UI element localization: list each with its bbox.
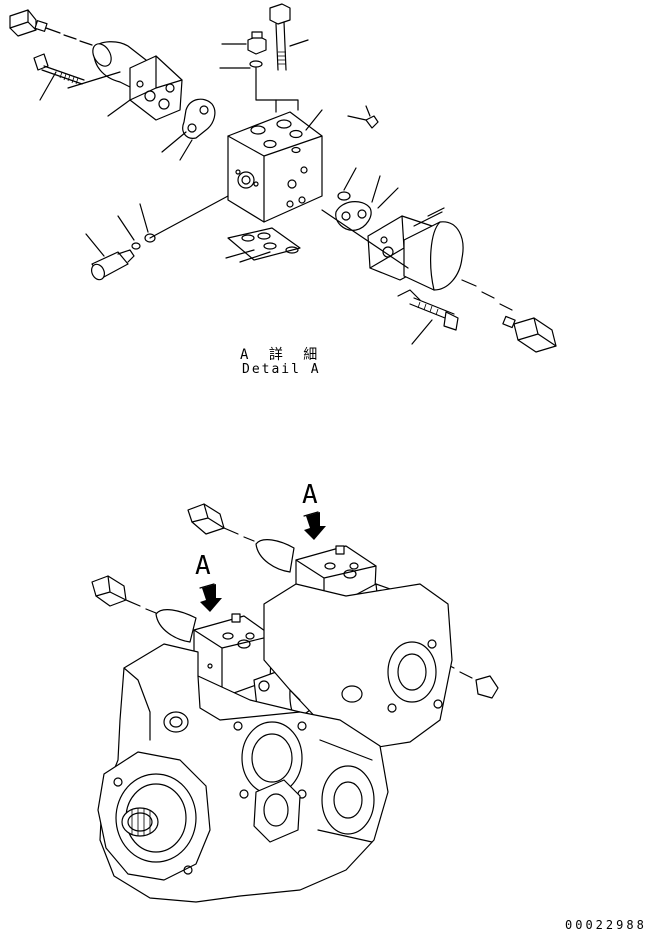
- leader-line: [321, 209, 409, 269]
- detail-title-jp: A 詳 細: [240, 347, 324, 363]
- detail-title-en: Detail A: [242, 362, 321, 377]
- connector-top-left: [9, 9, 93, 46]
- bolt-left: [33, 53, 85, 101]
- cartridge-left: [85, 195, 229, 281]
- section-label-upper: A: [302, 480, 318, 510]
- drawing-number: 00022988: [565, 918, 647, 932]
- gasket-left: [161, 98, 216, 161]
- upper-connector: [187, 503, 295, 573]
- pump-assembly: [91, 503, 499, 903]
- top-bolt-and-plug: [219, 3, 309, 113]
- section-label-lower: A: [195, 551, 211, 581]
- valve-block: [227, 109, 367, 223]
- solenoid-right: [367, 211, 513, 311]
- pump-housing-rear: [263, 583, 453, 749]
- lower-connector: [91, 575, 197, 643]
- section-arrow-lower: [199, 583, 222, 612]
- plug-right: [365, 105, 379, 129]
- section-arrow-upper: [303, 511, 326, 540]
- leader-line: [427, 207, 445, 217]
- connector-bottom-right: [502, 315, 557, 353]
- detail-a-exploded-view: [9, 3, 557, 353]
- drive-flange: [97, 751, 301, 881]
- bolt-right: [397, 289, 459, 345]
- o-rings-right: [335, 167, 399, 231]
- solenoid-left: [67, 41, 183, 121]
- shims: [225, 227, 301, 263]
